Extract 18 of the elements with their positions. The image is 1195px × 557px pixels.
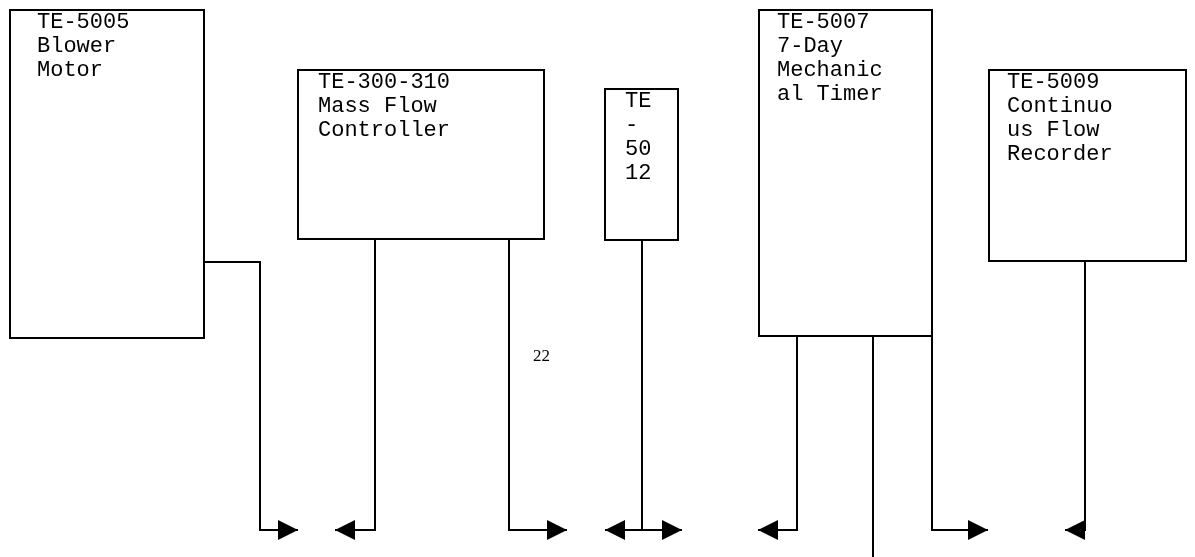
box-label: TE-5005 Blower Motor (37, 11, 131, 83)
arrow (757, 336, 798, 540)
arrow (334, 239, 376, 540)
box-label: TE - 50 12 (625, 90, 653, 186)
arrow (1064, 261, 1086, 540)
process-box (9, 9, 205, 339)
arrow (508, 239, 568, 540)
box-label: TE-5009 Continuo us Flow Recorder (1007, 71, 1114, 167)
box-label: TE-300-310 Mass Flow Controller (318, 71, 452, 143)
box-label: TE-5007 7-Day Mechanic al Timer (777, 11, 884, 107)
process-box (297, 69, 545, 240)
process-box (758, 9, 933, 337)
arrow (204, 261, 299, 540)
arrow (641, 240, 683, 540)
arrow (931, 336, 989, 540)
process-box (604, 88, 679, 241)
page-number: 22 (533, 346, 550, 366)
process-box (988, 69, 1187, 262)
